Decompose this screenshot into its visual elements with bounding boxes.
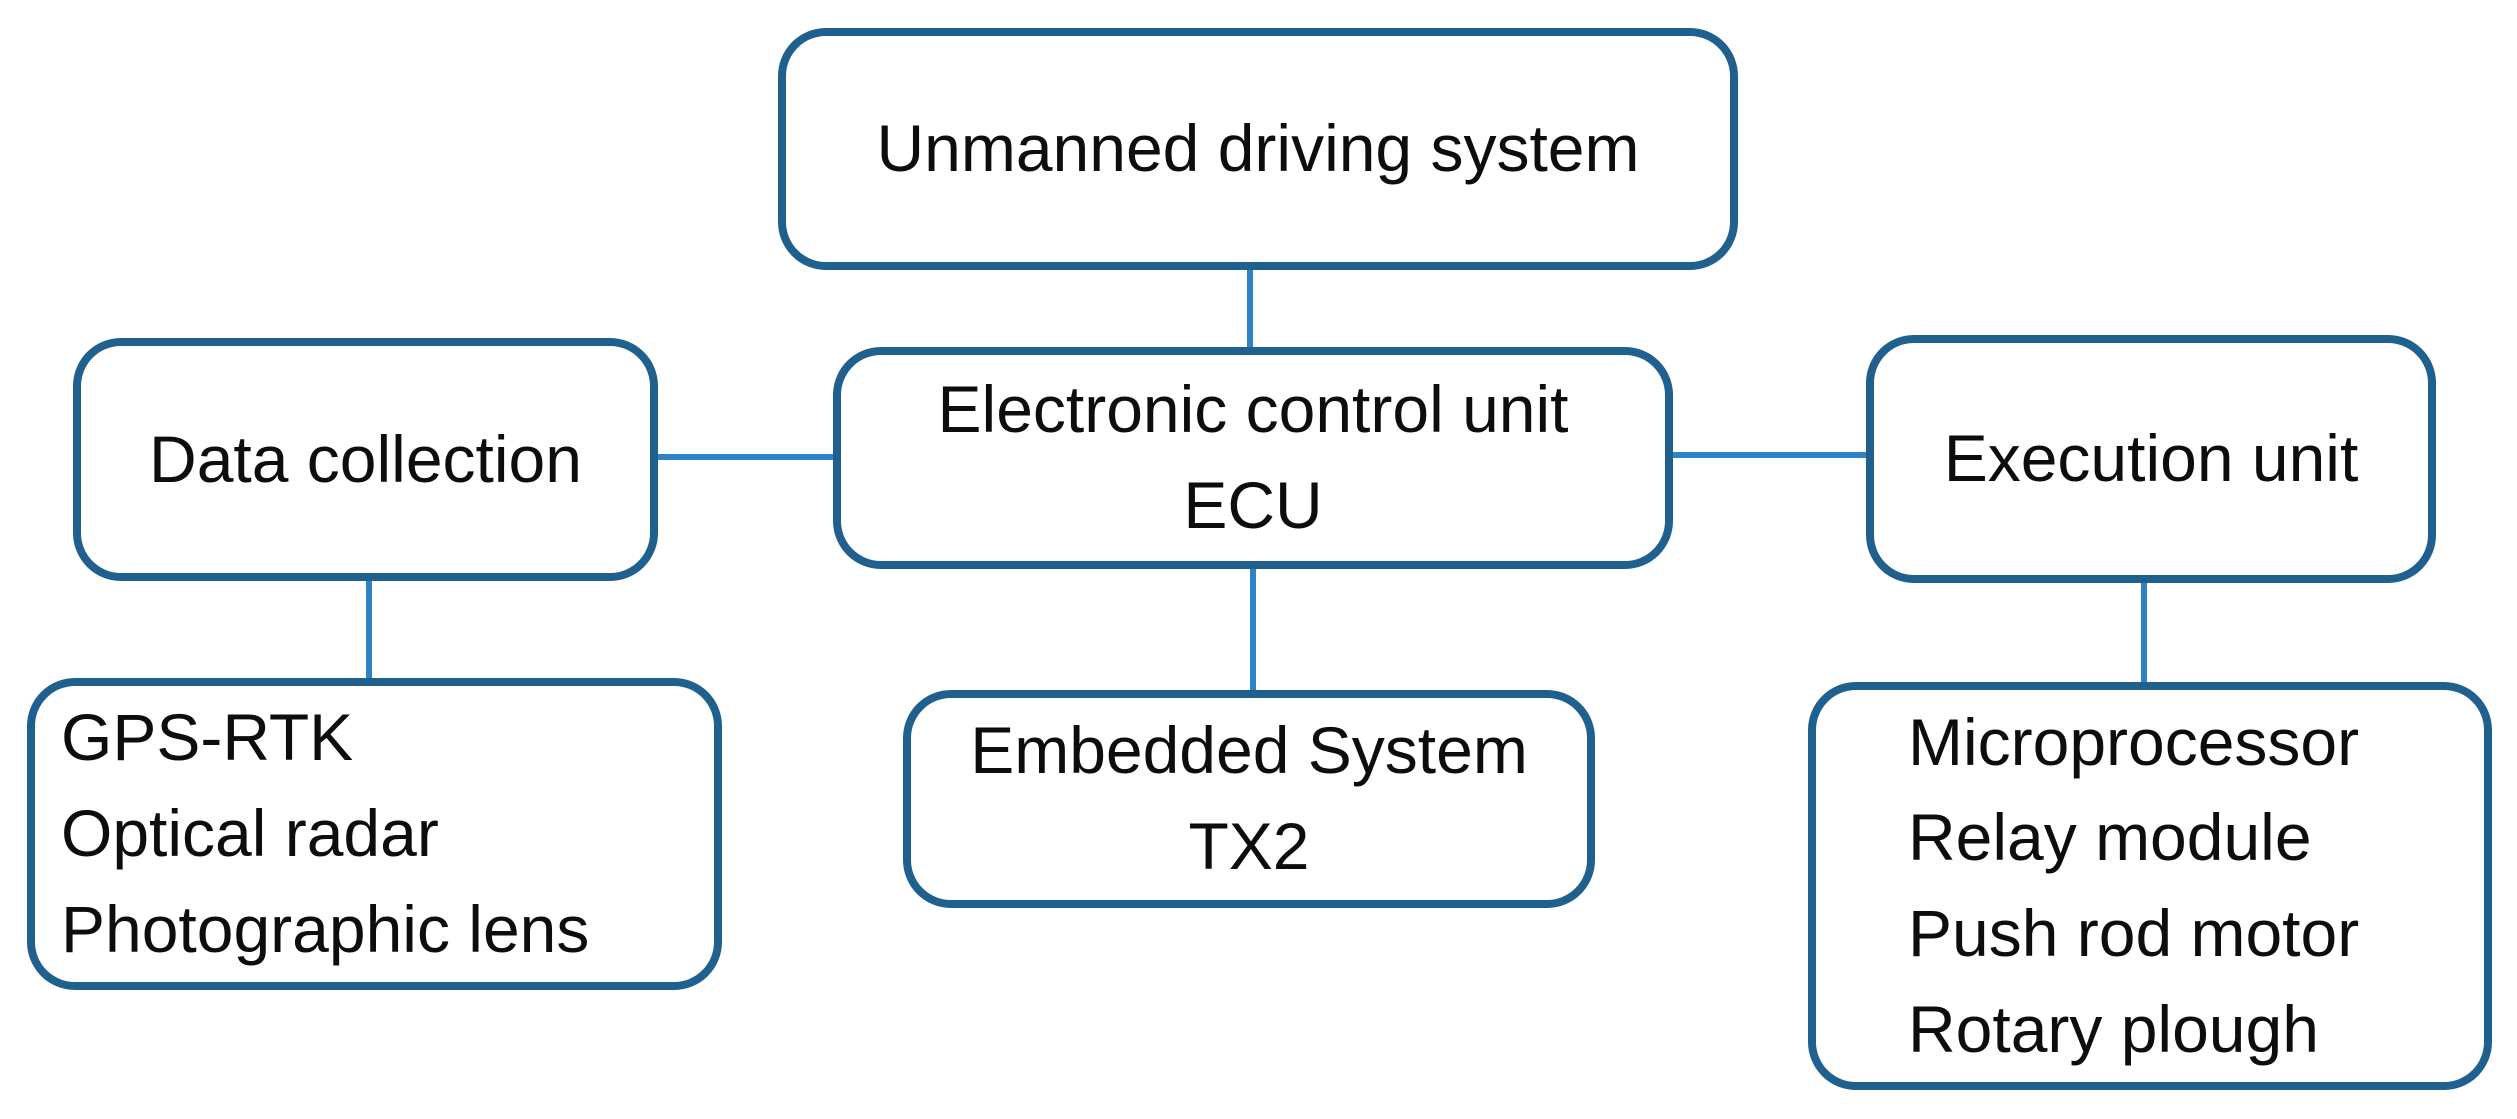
node-unmanned-driving-system-label: Unmanned driving system xyxy=(876,111,1640,186)
node-embedded-system: Embedded System TX2 xyxy=(903,690,1595,908)
edge-execution-unit-to-actuators xyxy=(2141,576,2147,688)
node-electronic-control-unit: Electronic control unit ECU xyxy=(833,347,1673,569)
node-data-collection: Data collection xyxy=(73,338,658,581)
edge-data-collection-to-ecu xyxy=(650,454,840,460)
sensor-item-photographic-lens: Photographic lens xyxy=(61,891,590,966)
node-execution-unit: Execution unit xyxy=(1866,335,2436,583)
actuator-item-rotary-plough: Rotary plough xyxy=(1908,991,2319,1066)
edge-ecu-to-execution-unit xyxy=(1666,452,1872,458)
edge-ecu-to-embedded-system xyxy=(1250,562,1256,696)
sensor-item-gps-rtk: GPS-RTK xyxy=(61,700,354,775)
node-ecu-label-line1: Electronic control unit xyxy=(937,372,1569,447)
node-embedded-system-label-line2: TX2 xyxy=(1188,809,1310,883)
node-unmanned-driving-system: Unmanned driving system xyxy=(778,28,1738,270)
node-data-collection-label: Data collection xyxy=(149,421,582,496)
edge-data-collection-to-sensors xyxy=(366,574,372,684)
node-execution-unit-label: Execution unit xyxy=(1943,421,2359,496)
sensor-item-optical-radar: Optical radar xyxy=(61,796,439,871)
node-sensor-list: GPS-RTK Optical radar Photographic lens xyxy=(27,678,722,990)
node-actuator-list: Microprocessor Relay module Push rod mot… xyxy=(1808,682,2492,1090)
node-ecu-label-line2: ECU xyxy=(1183,468,1323,542)
edge-unmanned-to-ecu xyxy=(1247,264,1253,354)
actuator-item-push-rod-motor: Push rod motor xyxy=(1908,896,2360,970)
actuator-item-microprocessor: Microprocessor xyxy=(1908,704,2360,779)
actuator-item-relay-module: Relay module xyxy=(1908,800,2312,875)
node-embedded-system-label-line1: Embedded System xyxy=(970,713,1528,788)
